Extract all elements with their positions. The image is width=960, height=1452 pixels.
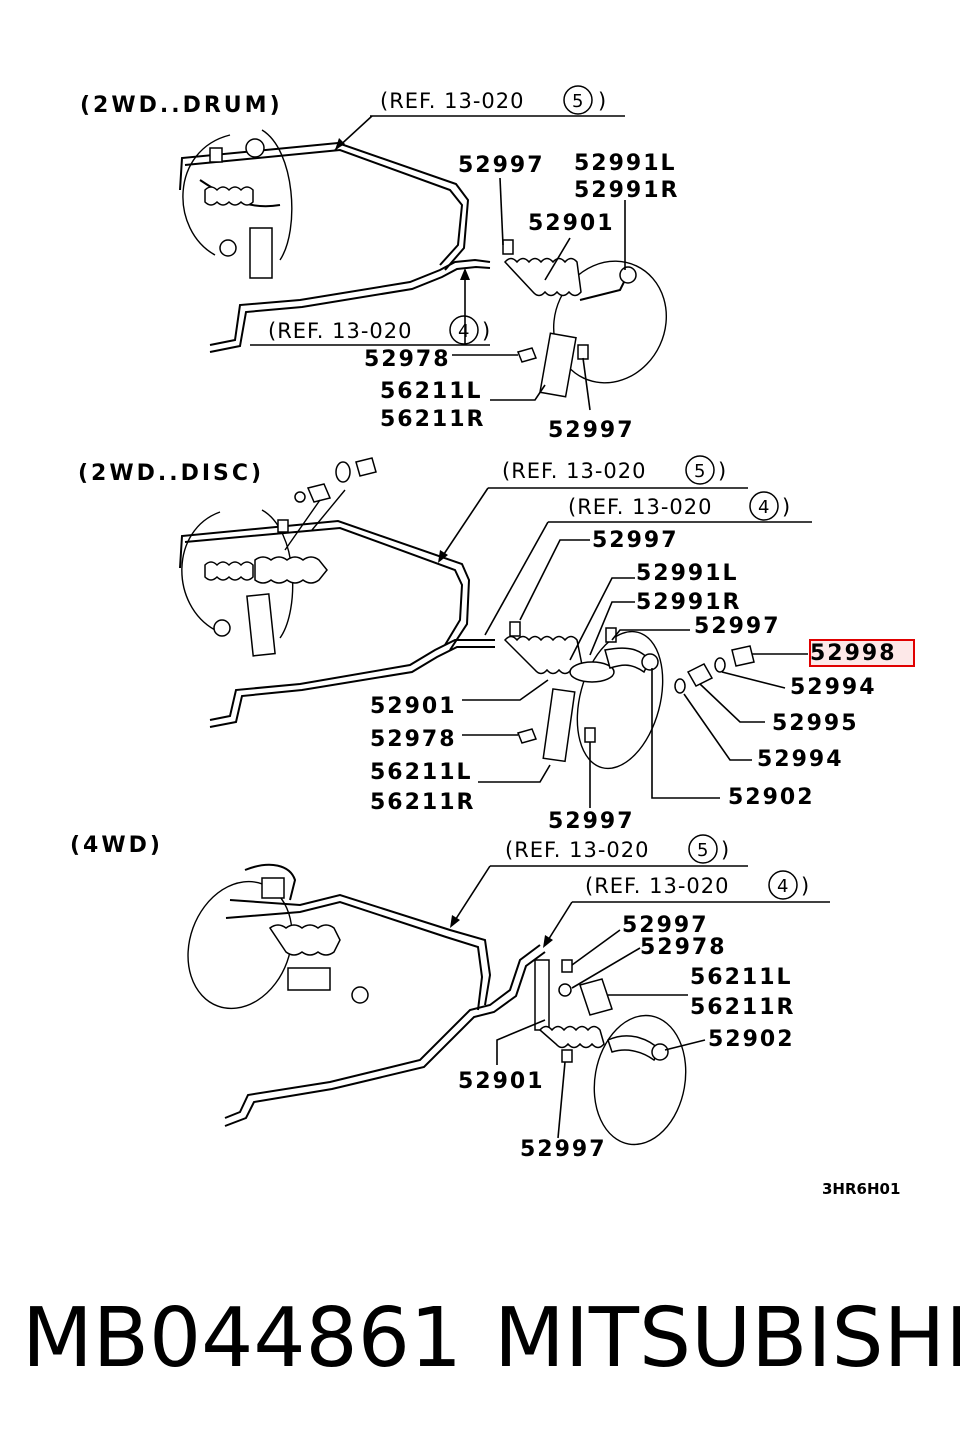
bolt-52978-icon [558, 983, 572, 997]
hose-52902-disc [604, 647, 651, 674]
wheel-outline-left [182, 129, 293, 261]
label-52997: 52997 [622, 913, 709, 938]
bolt-icon [219, 239, 237, 257]
hose-52901-4wd [538, 1025, 605, 1049]
hose-52901-drum [503, 257, 582, 297]
ref-top-disc: (REF. 13-020 [502, 459, 647, 483]
bracket-56211-disc [542, 688, 576, 763]
bracket-left [249, 227, 273, 279]
label-56211R: 56211R [370, 790, 475, 815]
ref-mid-4wd: (REF. 13-020 [585, 874, 730, 898]
label-52997-b: 52997 [548, 418, 635, 443]
label-52902: 52902 [708, 1027, 795, 1052]
hose-52902-4wd [607, 1035, 661, 1062]
svg-text:5: 5 [694, 461, 705, 482]
label-52978: 52978 [370, 727, 457, 752]
diagram-code: 3HR6H01 [822, 1180, 900, 1198]
ref-top-4wd: (REF. 13-020 [505, 838, 650, 862]
section-4wd: (4WD) (REF. 13-020 5 ) (REF. 13-020 4 ) [70, 833, 830, 1162]
bracket-56211 [539, 332, 577, 398]
hose-52901-disc [503, 635, 584, 675]
svg-text:): ) [598, 89, 607, 113]
svg-text:): ) [482, 319, 491, 343]
ref-top-drum-num: 5 [572, 91, 583, 112]
ref-circle-icon [449, 315, 479, 345]
wheel-outline-right [552, 260, 668, 384]
ref-circle-icon [768, 870, 798, 900]
bolt-icon [355, 457, 377, 477]
label-52978: 52978 [640, 935, 727, 960]
washer-52994-b-icon [714, 657, 726, 673]
hose-left [204, 186, 254, 206]
label-52991L: 52991L [574, 151, 677, 176]
label-52995: 52995 [772, 711, 859, 736]
svg-text:): ) [721, 838, 730, 862]
label-52991R: 52991R [574, 178, 679, 203]
bolt-52978-icon [516, 347, 538, 363]
label-52901: 52901 [458, 1069, 545, 1094]
label-56211R: 56211R [380, 407, 485, 432]
label-56211R: 56211R [690, 995, 795, 1020]
ref-circle-icon [563, 85, 593, 115]
label-56211L: 56211L [690, 965, 793, 990]
label-52997-b: 52997 [520, 1137, 607, 1162]
label-52991R: 52991R [636, 590, 741, 615]
part-number: MB044861 [22, 1291, 462, 1386]
ref-mid-disc: (REF. 13-020 [568, 495, 713, 519]
svg-text:): ) [801, 874, 810, 898]
label-52991L: 52991L [636, 561, 739, 586]
svg-text:4: 4 [777, 876, 788, 897]
bracket-56211-4wd [579, 978, 613, 1016]
svg-text:4: 4 [758, 497, 769, 518]
svg-text:4: 4 [458, 321, 469, 342]
section-heading-drum: (2WD..DRUM) [80, 93, 283, 118]
brake-line-4wd [224, 944, 541, 1119]
washer-52994-icon [674, 678, 686, 694]
section-2wd-drum: (2WD..DRUM) (REF. 13-020 5 ) [80, 85, 679, 443]
label-52994: 52994 [790, 675, 877, 700]
label-52901: 52901 [370, 694, 457, 719]
section-2wd-disc: (2WD..DISC) (REF. 13-020 5 ) (REF. 13-02… [78, 455, 915, 834]
ref-mid-drum: (REF. 13-020 [268, 319, 413, 343]
arrow-icon [450, 915, 460, 928]
brand-name: MITSUBISHI [494, 1291, 960, 1386]
label-52997: 52997 [458, 153, 545, 178]
svg-text:5: 5 [697, 840, 708, 861]
svg-text:): ) [718, 459, 727, 483]
label-52902: 52902 [728, 785, 815, 810]
highlight-box-52998[interactable] [809, 639, 915, 667]
ref-circle-icon [688, 834, 718, 864]
label-56211L: 56211L [370, 760, 473, 785]
label-52998-highlighted[interactable]: 52998 [810, 641, 897, 666]
wheel-outline-right [576, 630, 664, 770]
label-52997-c: 52997 [548, 809, 635, 834]
union-52995-icon [686, 663, 714, 687]
label-52978: 52978 [364, 347, 451, 372]
label-52901: 52901 [528, 211, 615, 236]
label-56211L: 56211L [380, 379, 483, 404]
brake-line-main [209, 258, 491, 346]
arrow-icon [460, 268, 470, 280]
section-heading-4wd: (4WD) [70, 833, 163, 858]
ref-circle-icon [749, 491, 779, 521]
bolt-52998-icon [731, 645, 755, 667]
bolt-icon [351, 986, 369, 1004]
section-heading-disc: (2WD..DISC) [78, 461, 264, 486]
label-52997: 52997 [592, 528, 679, 553]
svg-text:): ) [782, 495, 791, 519]
wheel-outline-right [593, 1014, 687, 1146]
hose-left-4wd [268, 924, 341, 956]
label-52997-b: 52997 [694, 614, 781, 639]
bolt-52978-icon [516, 728, 538, 744]
label-52994-b: 52994 [757, 747, 844, 772]
arrow-icon [543, 935, 553, 948]
bolt-icon [213, 619, 231, 637]
ref-top-drum: (REF. 13-020 [380, 89, 525, 113]
bracket-left-4wd [287, 967, 331, 991]
brake-line-disc [209, 639, 495, 721]
ref-circle-icon [685, 455, 715, 485]
